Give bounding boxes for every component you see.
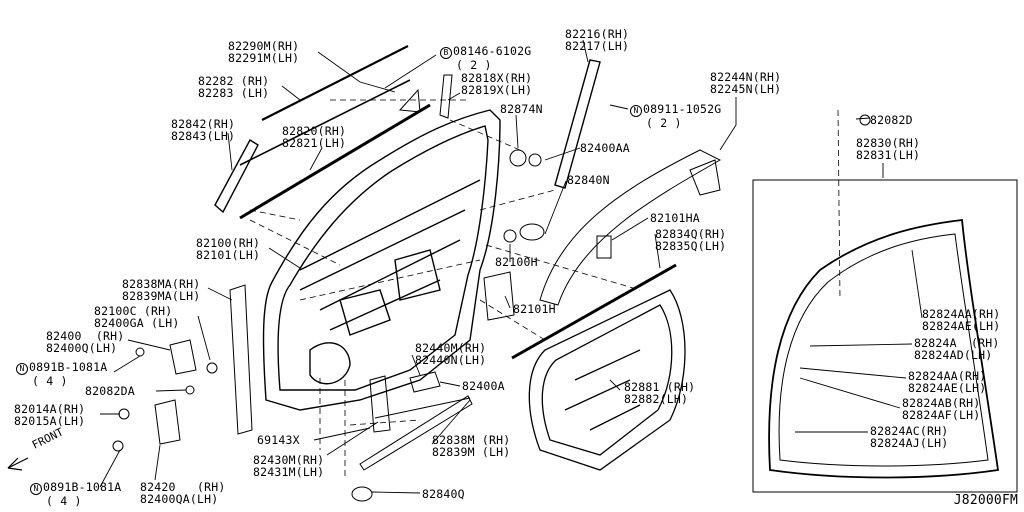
lock-69143X (369, 375, 391, 433)
inset-frame (752, 179, 1018, 493)
label-82842: 82842(RH)82843(LH) (171, 117, 236, 143)
bolt-b-icon: B (440, 47, 452, 59)
bolt-82014A (118, 408, 130, 420)
label-82881: 82881 (RH)82882(LH) (624, 380, 696, 406)
bolt-82100C (206, 362, 218, 374)
label-82100H: 82100H (495, 255, 538, 269)
molding-82244 (539, 149, 722, 306)
bolt-82400 (135, 347, 145, 357)
trim-82842 (214, 139, 259, 214)
label-82820: 82820(RH)82821(LH) (282, 124, 347, 150)
label-82874N: 82874N (500, 102, 543, 116)
label-82244N: 82244N(RH)82245N(LH) (710, 70, 782, 96)
dashed-guide-lines (249, 99, 841, 480)
label-82430M: 82430M(RH)82431M(LH) (253, 453, 325, 479)
leader-lines (99, 39, 923, 494)
sash-82216 (554, 59, 601, 189)
label-82824AA-lower: 82824AA(RH)82824AE(LH) (908, 369, 987, 395)
label-82400: 82400 (RH)82400Q(LH) (46, 329, 125, 355)
label-82824AA-upper: 82824AA(RH)82824AE(LH) (922, 307, 1001, 333)
label-82440M: 82440M(RH)82440N(LH) (415, 341, 487, 367)
bracket-82818 (439, 74, 453, 119)
label-82216: 82216(RH)82217(LH) (565, 27, 630, 53)
label-82101H: 82101H (513, 302, 556, 316)
molding-82290 (261, 45, 409, 121)
label-82834Q: 82834Q(RH)82835Q(LH) (655, 227, 727, 253)
bracket-82244 (689, 159, 721, 196)
label-82818X: 82818X(RH)82819X(LH) (461, 71, 533, 97)
label-82100C: 82100C (RH)82400GA (LH) (94, 304, 180, 330)
label-82400AA: 82400AA (580, 141, 630, 155)
label-82420: 82420 (RH)82400QA(LH) (140, 480, 226, 506)
hinge-82400 (169, 339, 197, 375)
inset-weatherstrip-82830 (768, 218, 1000, 479)
molding-82282 (239, 79, 411, 166)
molding-82838M (359, 395, 473, 471)
label-82400A: 82400A (462, 379, 505, 393)
seal-82430M (374, 397, 471, 419)
label-82838M: 82838M (RH)82839M (LH) (432, 433, 511, 459)
label-82082D: 82082D (870, 113, 913, 127)
trim-panel-82881 (528, 289, 686, 471)
label-82824AB: 82824AB(RH)82824AF(LH) (902, 396, 981, 422)
bolt-0891B-lower (112, 440, 124, 452)
hinge-82420 (154, 399, 181, 445)
door-panel (262, 109, 501, 411)
label-82830: 82830(RH)82831(LH) (856, 136, 921, 162)
part-82400AA (528, 153, 542, 167)
weatherstrip-82834Q (511, 263, 677, 360)
label-82282: 82282 (RH)82283 (LH) (198, 74, 270, 100)
nut-n-icon: N (30, 483, 42, 495)
part-82101HA (596, 235, 612, 259)
strip-82838MA (229, 284, 253, 435)
part-82840N (519, 223, 545, 241)
weatherstrip-82820 (239, 103, 431, 220)
label-82824A: 82824A (RH)82824AD(LH) (914, 336, 1000, 362)
label-82082DA: 82082DA (85, 384, 135, 398)
front-arrow-head (7, 457, 23, 471)
cap-82840Q (351, 486, 373, 502)
nut-n-icon: N (630, 105, 642, 117)
label-82290M: 82290M(RH)82291M(LH) (228, 39, 300, 65)
label-82838MA: 82838MA(RH)82839MA(LH) (122, 277, 201, 303)
clip-82082DA (185, 385, 195, 395)
bracket (398, 88, 421, 113)
label-82101HA: 82101HA (650, 211, 700, 225)
handle-82440M (409, 371, 441, 393)
label-82014A: 82014A(RH)82015A(LH) (14, 402, 86, 428)
label-69143X: 69143X (257, 433, 300, 447)
nut-n-icon: N (16, 363, 28, 375)
label-82824AC: 82824AC(RH)82824AJ(LH) (870, 424, 949, 450)
label-82840N: 82840N (567, 173, 610, 187)
part-82100H (503, 229, 517, 243)
front-arrow-line (7, 457, 29, 469)
part-82101H (483, 271, 515, 321)
label-82100: 82100(RH)82101(LH) (196, 236, 261, 262)
label-82840Q: 82840Q (422, 487, 465, 501)
diagram-code: J82000FM (953, 493, 1018, 508)
clip-82874N (509, 149, 527, 167)
clip-82082D (859, 114, 871, 126)
